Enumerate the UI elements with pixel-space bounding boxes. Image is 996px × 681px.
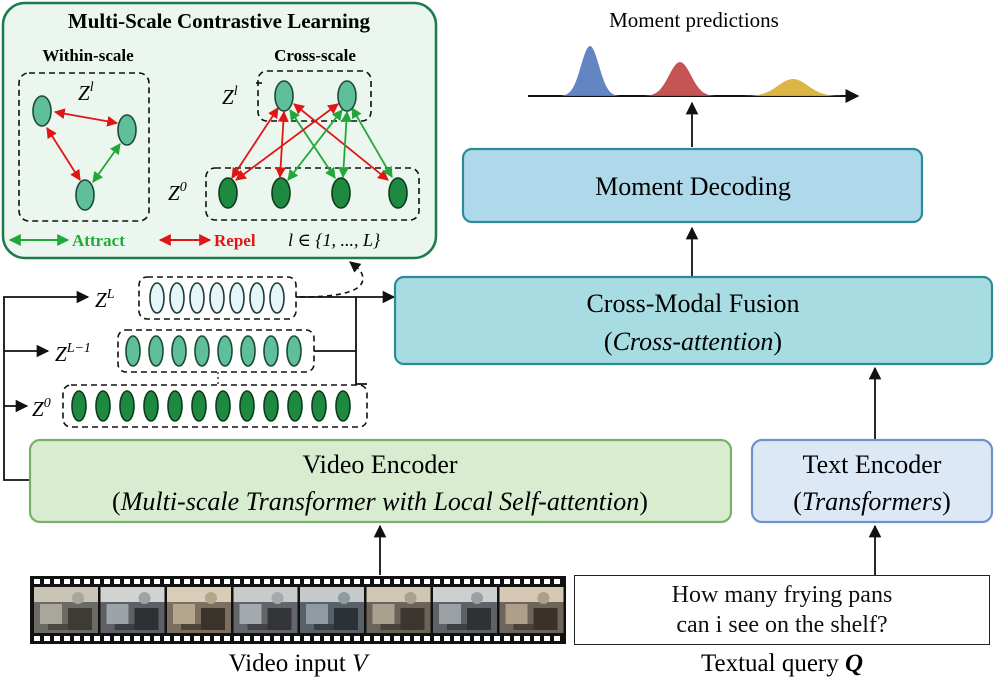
text-encoder-block: Text Encoder (Transformers)	[750, 438, 994, 524]
zL-label: ZL	[95, 287, 115, 312]
zL-token	[249, 282, 265, 314]
z0-token	[119, 390, 135, 422]
moment-predictions-label: Moment predictions	[609, 8, 779, 32]
cross-upper-node	[274, 80, 294, 112]
zL1-token	[263, 335, 279, 367]
zL-box	[138, 276, 297, 320]
z0-token	[167, 390, 183, 422]
zL1-box	[117, 329, 315, 373]
zL1-token	[240, 335, 256, 367]
zL-token	[269, 282, 285, 314]
zL1-token	[217, 335, 233, 367]
within-node	[32, 95, 52, 127]
prediction-distribution-2	[644, 62, 716, 96]
z0-token	[95, 390, 111, 422]
z0-token	[215, 390, 231, 422]
z0-tokens	[71, 390, 351, 422]
within-repel-arrow-2	[46, 127, 81, 181]
prediction-distribution-1	[561, 46, 619, 96]
z0-token	[287, 390, 303, 422]
z0-token	[71, 390, 87, 422]
cross-lower-node	[388, 177, 408, 209]
video-encoder-title: Video Encoder	[302, 450, 457, 479]
msc-panel: Multi-Scale Contrastive Learning Within-…	[1, 1, 438, 260]
moment-predictions: Moment predictions	[528, 8, 860, 103]
cross-lower-box	[205, 167, 420, 221]
zL1-token	[148, 335, 164, 367]
zL-token	[209, 282, 225, 314]
zL1-token	[286, 335, 302, 367]
moment-decoding-label: Moment Decoding	[595, 172, 791, 201]
cross-lower-node	[331, 177, 351, 209]
z0-token	[191, 390, 207, 422]
cross-upper-node	[337, 80, 357, 112]
fusion-subtitle: (Cross-attention)	[604, 327, 782, 356]
feature-pyramid: ZL ZL−1 Z0	[3, 276, 396, 481]
l-range-label: l ∈ {1, ..., L}	[288, 230, 381, 250]
video-input-label: Video input V	[229, 650, 371, 677]
within-scale-box	[18, 72, 150, 222]
query-line-2: can i see on the shelf?	[676, 612, 888, 638]
zL-token	[169, 282, 185, 314]
z0-token	[143, 390, 159, 422]
attract-legend-label: Attract	[72, 231, 125, 250]
prediction-distribution-3	[745, 79, 841, 96]
cross-zl-label: Zl	[222, 84, 238, 109]
video-input-filmstrip	[30, 576, 566, 644]
zL-tokens	[149, 282, 285, 314]
cross-lower-node	[271, 177, 291, 209]
z0-token	[335, 390, 351, 422]
zL1-token	[125, 335, 141, 367]
video-encoder-block: Video Encoder (Multi-scale Transformer w…	[28, 438, 733, 524]
textual-query-label: Textual query Q	[701, 650, 863, 677]
fusion-title: Cross-Modal Fusion	[586, 289, 799, 318]
within-repel-arrow-1	[53, 108, 119, 127]
cross-scale-arrows	[231, 103, 393, 181]
zL-token	[189, 282, 205, 314]
moment-decoding-block: Moment Decoding	[461, 147, 924, 224]
text-encoder-subtitle: (Transformers)	[793, 487, 951, 516]
pyramid-to-panel-arrow	[299, 261, 364, 298]
z0-box	[62, 384, 368, 428]
cross-z0-label: Z0	[168, 180, 187, 205]
zL1-token	[194, 335, 210, 367]
z0-token	[239, 390, 255, 422]
z0-label: Z0	[32, 396, 51, 421]
zL1-token	[171, 335, 187, 367]
zL1-tokens	[125, 335, 302, 367]
zL1-label: ZL−1	[55, 341, 91, 366]
fusion-block: Cross-Modal Fusion (Cross-attention)	[393, 275, 994, 366]
zL-token	[149, 282, 165, 314]
textual-query-box: How many frying pans can i see on the sh…	[574, 575, 990, 645]
within-scale-label: Within-scale	[42, 46, 134, 65]
z0-token	[311, 390, 327, 422]
within-attract-arrow	[92, 143, 121, 183]
cross-lower-node	[218, 177, 238, 209]
within-node	[75, 179, 95, 211]
z0-token	[263, 390, 279, 422]
repel-legend-label: Repel	[214, 231, 256, 250]
msc-title: Multi-Scale Contrastive Learning	[68, 9, 371, 33]
text-encoder-title: Text Encoder	[803, 450, 942, 479]
video-encoder-subtitle: (Multi-scale Transformer with Local Self…	[112, 487, 648, 516]
within-zl-label: Zl	[78, 80, 94, 105]
query-line-1: How many frying pans	[671, 582, 893, 608]
within-node	[117, 114, 137, 146]
zL-token	[229, 282, 245, 314]
cross-scale-label: Cross-scale	[274, 46, 356, 65]
